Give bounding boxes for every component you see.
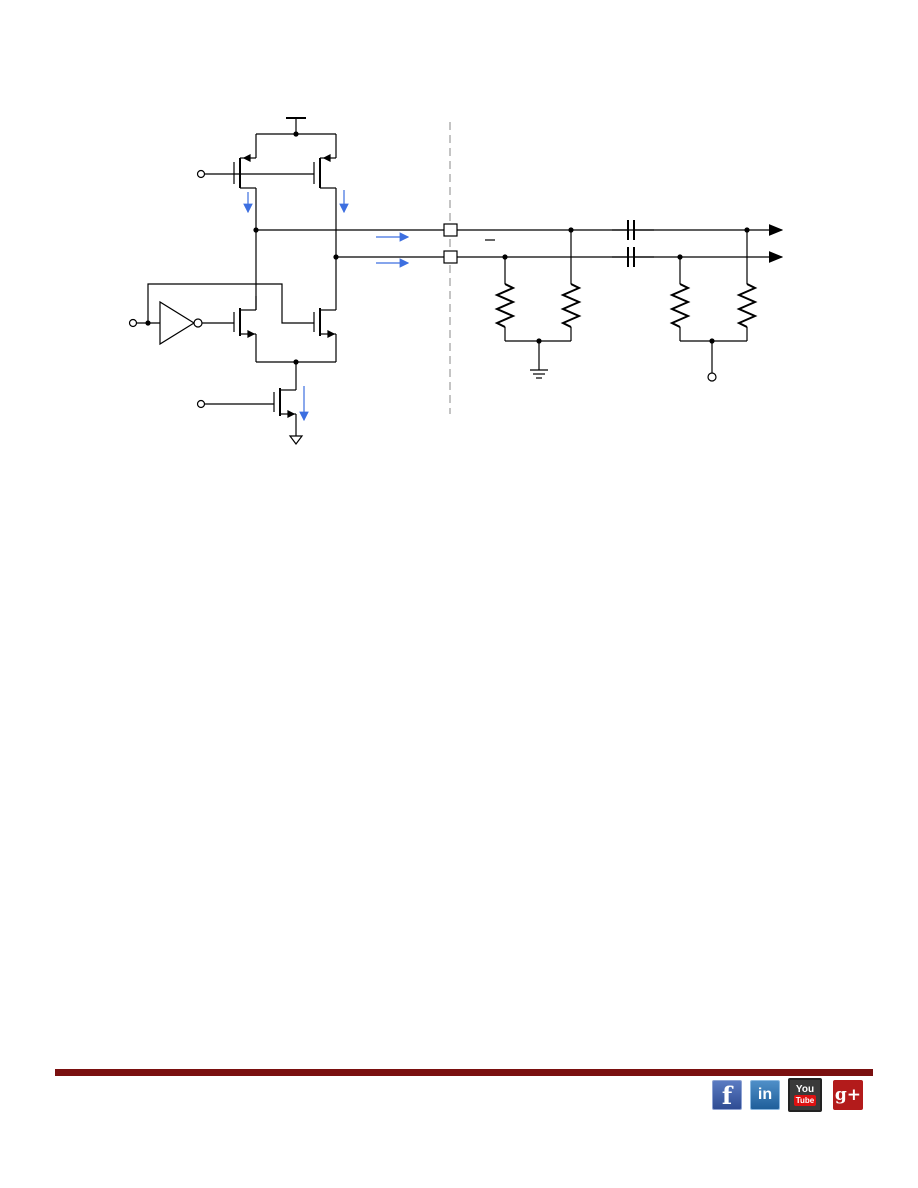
driver-circuit: [128, 117, 444, 445]
lvds-driver-schematic: [128, 117, 784, 445]
current-arrows: [243, 190, 410, 422]
youtube-label-top: You: [795, 1084, 815, 1095]
facebook-icon[interactable]: f: [712, 1080, 742, 1110]
footer-divider-bar: [55, 1069, 873, 1076]
linkedin-icon[interactable]: in: [750, 1080, 780, 1110]
termination-network: [457, 220, 784, 382]
youtube-label-bottom: Tube: [793, 1095, 817, 1106]
output-pads: [443, 223, 458, 264]
social-links: f in You Tube g+: [712, 1078, 866, 1114]
youtube-icon[interactable]: You Tube: [788, 1078, 822, 1112]
google-plus-icon[interactable]: g+: [833, 1080, 863, 1110]
